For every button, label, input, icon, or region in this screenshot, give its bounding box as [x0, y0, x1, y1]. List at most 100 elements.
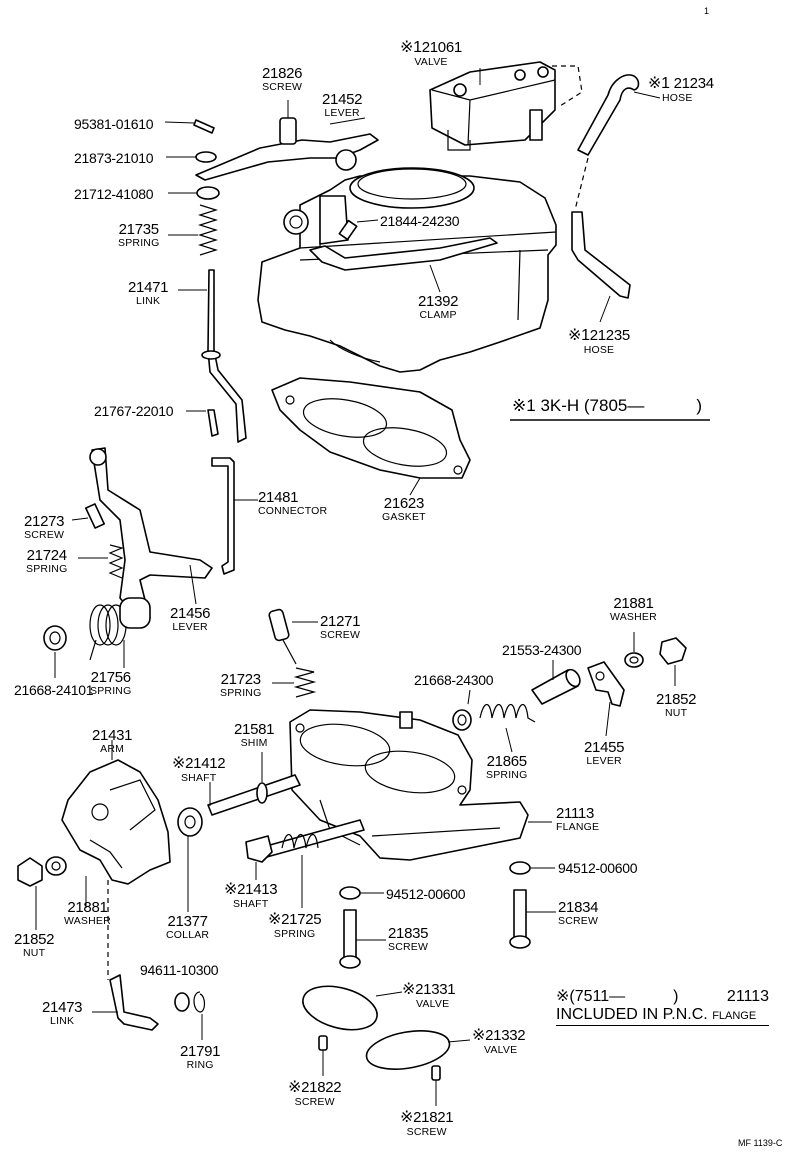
label-21725: ※21725 SPRING [268, 911, 322, 940]
label-94512-00600-center: 94512-00600 [386, 886, 466, 902]
washer-94611 [174, 992, 190, 1012]
label-21581: 21581 SHIM [234, 721, 275, 749]
note-3k-h: ※1 3K-H (7805—) [512, 396, 703, 415]
spring-21724 [108, 544, 124, 579]
label-21712-41080: 21712-41080 [74, 186, 154, 202]
ring-21791 [193, 991, 206, 1013]
spring-21735 [197, 204, 219, 256]
arm-21431 [61, 759, 171, 885]
lever-21455 [587, 661, 625, 707]
label-21412: ※21412 SHAFT [172, 755, 226, 784]
label-21271: 21271 SCREW [320, 613, 361, 641]
washer-21712 [196, 186, 220, 200]
spring-21756 [89, 597, 151, 661]
label-21452: 21452 LEVER [322, 91, 363, 119]
screw-21826 [279, 100, 297, 145]
hose-21235 [571, 211, 631, 299]
label-21113: 21113 FLANGE [556, 805, 600, 833]
label-21331: ※21331 VALVE [402, 981, 456, 1010]
label-21826: 21826 SCREW [262, 65, 303, 93]
washer-21668-24300 [452, 709, 472, 731]
label-21553-24300: 21553-24300 [502, 642, 582, 658]
label-21767-22010: 21767-22010 [94, 403, 174, 419]
collar-21377 [177, 807, 203, 837]
spring-21865 [479, 703, 536, 723]
label-21273: 21273 SCREW [24, 513, 65, 541]
spring-21723 [293, 667, 317, 698]
label-21332: ※21332 VALVE [472, 1027, 526, 1056]
label-21234: ※1 21234 HOSE [648, 75, 714, 104]
lever-21456 [91, 447, 213, 611]
screw-21271 [268, 608, 297, 665]
spring-21725 [281, 833, 319, 849]
washer-21881-top [624, 652, 644, 668]
label-21844-24230: 21844-24230 [380, 213, 460, 229]
screw-21822 [318, 1035, 328, 1051]
label-21455: 21455 LEVER [584, 739, 625, 767]
label-21668-24300: 21668-24300 [414, 672, 494, 688]
label-21821: ※21821 SCREW [400, 1109, 454, 1138]
label-21061: ※121061 VALVE [400, 39, 462, 68]
label-21873-21010: 21873-21010 [74, 150, 154, 166]
label-21834: 21834 SCREW [558, 899, 599, 927]
link-21471 [207, 269, 247, 443]
valve-21061 [429, 61, 556, 151]
label-21723: 21723 SPRING [220, 671, 262, 699]
valve-connection-dash [552, 65, 583, 107]
note-3k-h-underline [510, 419, 710, 421]
valve-plate-21332 [365, 1030, 451, 1070]
label-21791: 21791 RING [180, 1043, 221, 1071]
connector-21481 [211, 457, 235, 575]
leader-lines [111, 68, 676, 880]
washer-21881-left [45, 856, 67, 876]
gasket-21623 [271, 377, 471, 479]
pin-95381 [193, 119, 215, 134]
screw-21835 [339, 909, 361, 969]
valve-plate-21331 [302, 985, 378, 1031]
label-21881-left: 21881 WASHER [64, 899, 111, 927]
washer-94512-right [509, 861, 531, 875]
clamp-21392 [309, 237, 498, 271]
label-21668-24101: 21668-24101 [14, 682, 94, 698]
washer-94512-center [339, 886, 361, 900]
label-21852-top: 21852 NUT [656, 691, 697, 719]
screw-21844 [338, 219, 379, 241]
label-21431: 21431 ARM [92, 727, 133, 755]
label-21756: 21756 SPRING [90, 669, 132, 697]
label-21735: 21735 SPRING [118, 221, 160, 249]
label-95381-01610: 95381-01610 [74, 116, 154, 132]
hose-21234 [577, 74, 640, 156]
label-21377: 21377 COLLAR [166, 913, 210, 941]
label-21471: 21471 LINK [128, 279, 169, 307]
link-21473 [109, 974, 159, 1031]
nut-21852-top [659, 637, 687, 665]
carburetor-upper-body [257, 167, 557, 373]
pin-21767 [207, 409, 219, 437]
label-21473: 21473 LINK [42, 999, 83, 1027]
hose-connection-dash [574, 157, 589, 211]
washer-21873 [195, 151, 217, 163]
label-21481: 21481 CONNECTOR [258, 489, 328, 517]
label-94611-10300: 94611-10300 [140, 962, 219, 978]
label-21413: ※21413 SHAFT [224, 881, 278, 910]
label-21835: 21835 SCREW [388, 925, 429, 953]
note-included-in-pnc: ※(7511—) 21113 INCLUDED IN P.N.C. FLANGE [556, 988, 770, 1027]
label-21623: 21623 GASKET [382, 495, 426, 523]
label-21865: 21865 SPRING [486, 753, 528, 781]
screw-21821 [431, 1065, 441, 1081]
label-94512-00600-right: 94512-00600 [558, 860, 638, 876]
label-21235: ※121235 HOSE [568, 327, 630, 356]
washer-21668-24101 [43, 625, 67, 651]
page-number: 1 [704, 6, 710, 16]
label-21456: 21456 LEVER [170, 605, 211, 633]
screw-21273 [85, 503, 105, 529]
label-21724: 21724 SPRING [26, 547, 68, 575]
label-21852-left: 21852 NUT [14, 931, 55, 959]
nut-21852-left [17, 857, 43, 887]
shaft-21412 [207, 774, 301, 816]
label-21822: ※21822 SCREW [288, 1079, 342, 1108]
label-21881-top: 21881 WASHER [610, 595, 657, 623]
figure-code: MF 1139-C [738, 1138, 783, 1148]
